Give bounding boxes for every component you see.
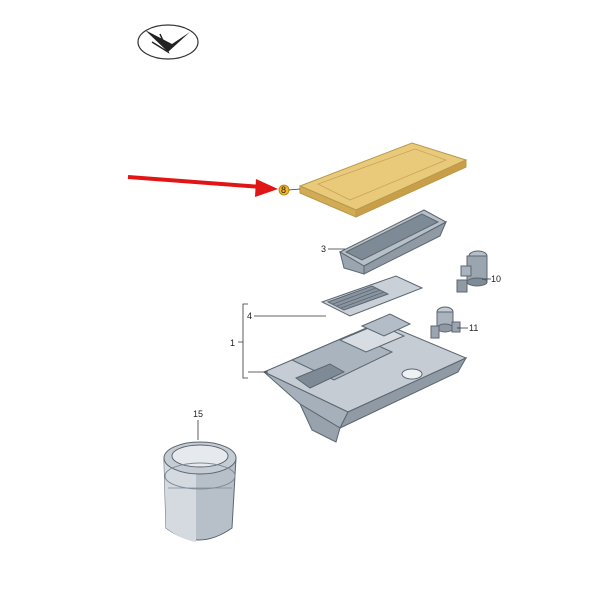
callout-label-11: 11 (469, 323, 478, 333)
part-8-mat (298, 142, 468, 218)
logo-icon (137, 24, 199, 60)
bracket-1 (238, 303, 248, 379)
leader-line-8 (288, 188, 301, 191)
part-10-socket (456, 250, 488, 293)
callout-label-3: 3 (321, 244, 326, 254)
part-11-retaining-ring (430, 306, 461, 339)
callout-label-4: 4 (247, 311, 252, 321)
part-3-tray (338, 209, 448, 275)
part-15-ashtray-cup (163, 441, 237, 542)
callout-label-10: 10 (491, 274, 501, 284)
part-1-console-housing (262, 313, 468, 443)
callout-label-15: 15 (193, 409, 203, 419)
red-pointer-arrow-icon (127, 175, 278, 197)
callout-label-1: 1 (230, 338, 235, 348)
callout-label-8: 8 (281, 185, 286, 195)
part-4-grille-mat (320, 275, 424, 317)
